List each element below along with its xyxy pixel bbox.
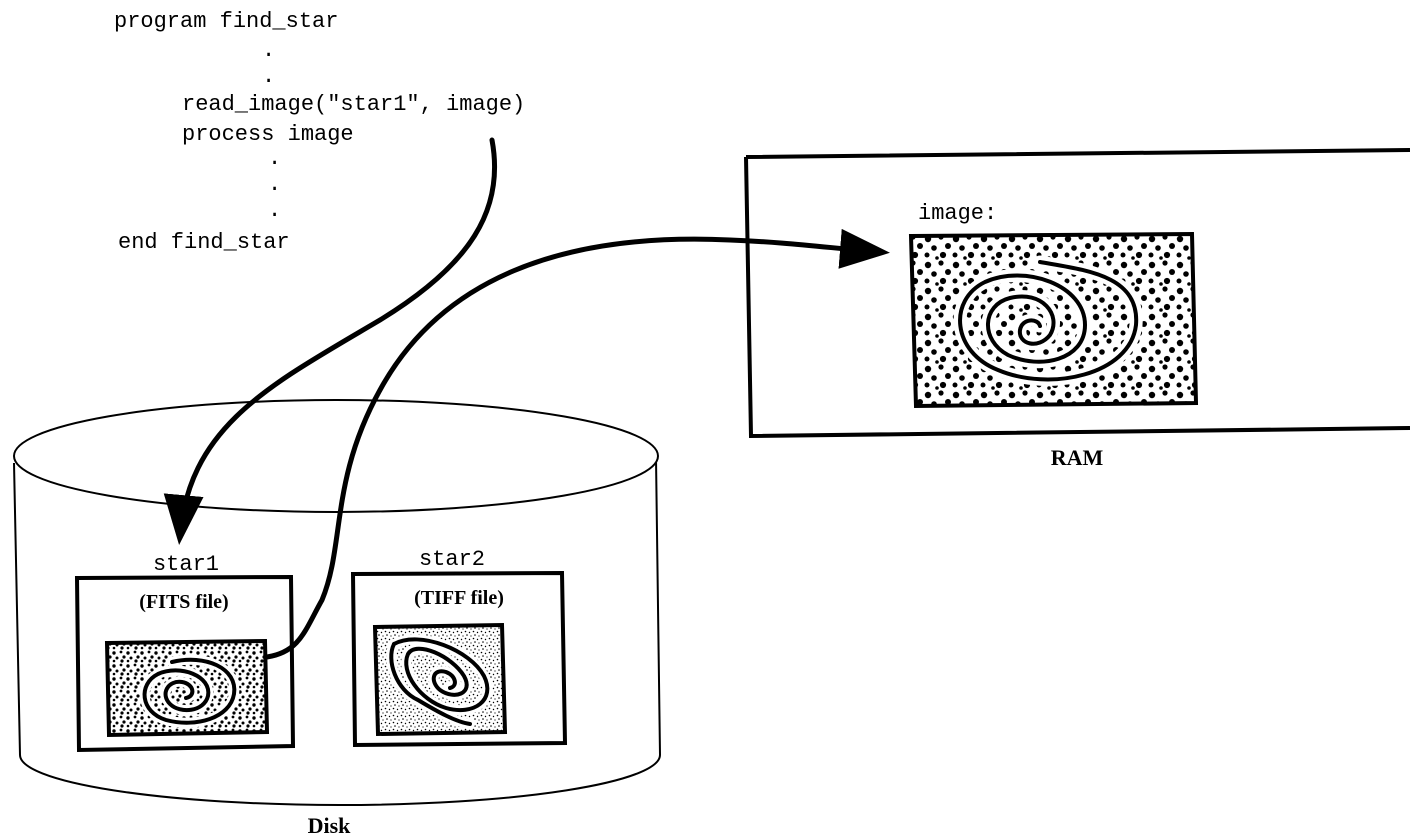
tiff-thumbnail [375, 625, 505, 734]
code-line-ellipsis: . [268, 198, 281, 223]
fits-thumbnail [107, 641, 267, 735]
code-line-ellipsis: . [268, 172, 281, 197]
file-format-label: (FITS file) [139, 591, 228, 613]
disk: Disk star1 (FITS file) star2 (TIFF file) [14, 400, 660, 836]
program-code: program find_star . . read_image("star1"… [114, 9, 525, 255]
code-line-process-image: process image [182, 122, 354, 147]
code-line-program: program find_star [114, 9, 338, 34]
disk-top [14, 400, 658, 512]
ram-variable-label: image: [918, 201, 997, 226]
ram-caption: RAM [1051, 445, 1104, 470]
file-star2: star2 (TIFF file) [353, 547, 565, 745]
disk-caption: Disk [308, 813, 352, 836]
code-line-end: end find_star [118, 230, 290, 255]
code-line-read-image: read_image("star1", image) [182, 92, 525, 117]
code-line-ellipsis: . [262, 64, 275, 89]
file-name: star1 [153, 552, 219, 577]
file-star1: star1 (FITS file) [77, 552, 293, 750]
code-line-ellipsis: . [262, 38, 275, 63]
ram-box: image: RAM [746, 150, 1410, 470]
code-line-ellipsis: . [268, 146, 281, 171]
file-name: star2 [419, 547, 485, 572]
file-format-label: (TIFF file) [414, 587, 504, 609]
ram-image [911, 234, 1196, 406]
